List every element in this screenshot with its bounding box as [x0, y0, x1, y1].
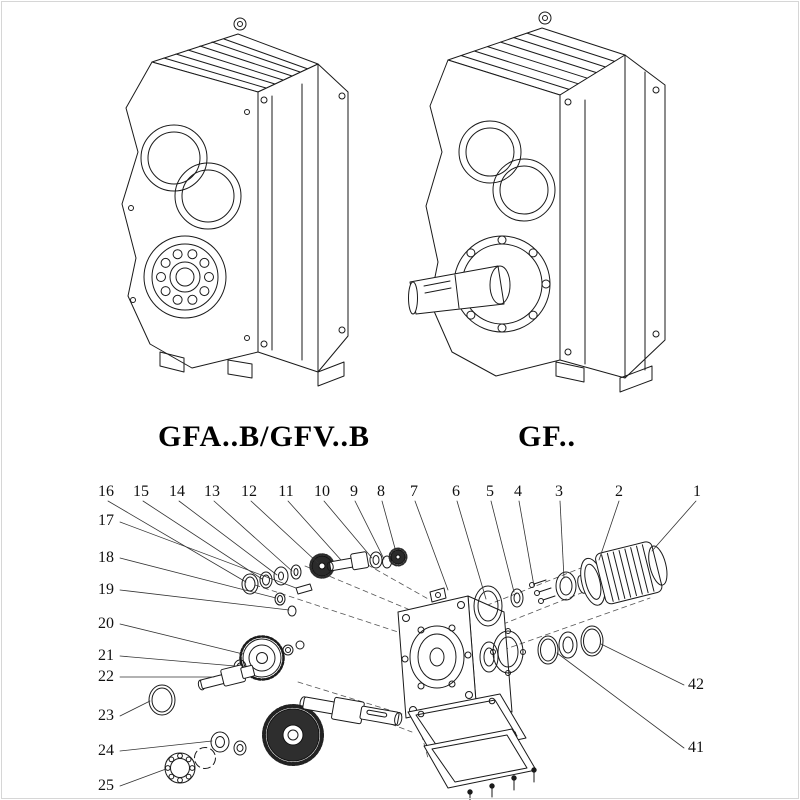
- model-label-gfab-gfvb: GFA..B/GFV..B: [158, 420, 370, 453]
- part-label-3: 3: [555, 483, 563, 500]
- part-label-9: 9: [350, 483, 358, 500]
- part-label-21: 21: [98, 647, 114, 664]
- gearbox-housing: [397, 587, 513, 719]
- part-label-2: 2: [615, 483, 623, 500]
- input-shaft-parts: [241, 547, 408, 617]
- part-label-13: 13: [204, 483, 220, 500]
- part-label-11: 11: [278, 483, 294, 500]
- part-label-42: 42: [688, 676, 704, 693]
- part-label-22: 22: [98, 668, 114, 685]
- part-label-23: 23: [98, 707, 114, 724]
- gearbox-right-drawing: [408, 11, 666, 393]
- part-label-7: 7: [410, 483, 418, 500]
- exploded-view: [107, 500, 697, 800]
- output-shaft-parts: [164, 696, 403, 784]
- motor-adapter-assembly: [577, 541, 668, 606]
- input-side-small-parts: [473, 571, 604, 676]
- part-label-14: 14: [169, 483, 185, 500]
- part-label-5: 5: [486, 483, 494, 500]
- part-label-18: 18: [98, 549, 114, 566]
- model-label-gf: GF..: [518, 420, 576, 453]
- part-label-25: 25: [98, 777, 114, 794]
- part-label-19: 19: [98, 581, 114, 598]
- part-label-15: 15: [133, 483, 149, 500]
- intermediate-gear-parts: [148, 635, 305, 716]
- gearbox-left-drawing: [121, 17, 349, 387]
- leader-lines: [107, 500, 697, 787]
- part-label-41: 41: [688, 739, 704, 756]
- part-label-12: 12: [241, 483, 257, 500]
- part-label-20: 20: [98, 615, 114, 632]
- part-label-4: 4: [514, 483, 522, 500]
- part-label-6: 6: [452, 483, 460, 500]
- part-label-10: 10: [314, 483, 330, 500]
- part-label-24: 24: [98, 742, 114, 759]
- bottom-cover-parts: [407, 693, 537, 800]
- part-label-17: 17: [98, 512, 114, 529]
- part-label-1: 1: [693, 483, 701, 500]
- part-label-8: 8: [377, 483, 385, 500]
- part-label-16: 16: [98, 483, 114, 500]
